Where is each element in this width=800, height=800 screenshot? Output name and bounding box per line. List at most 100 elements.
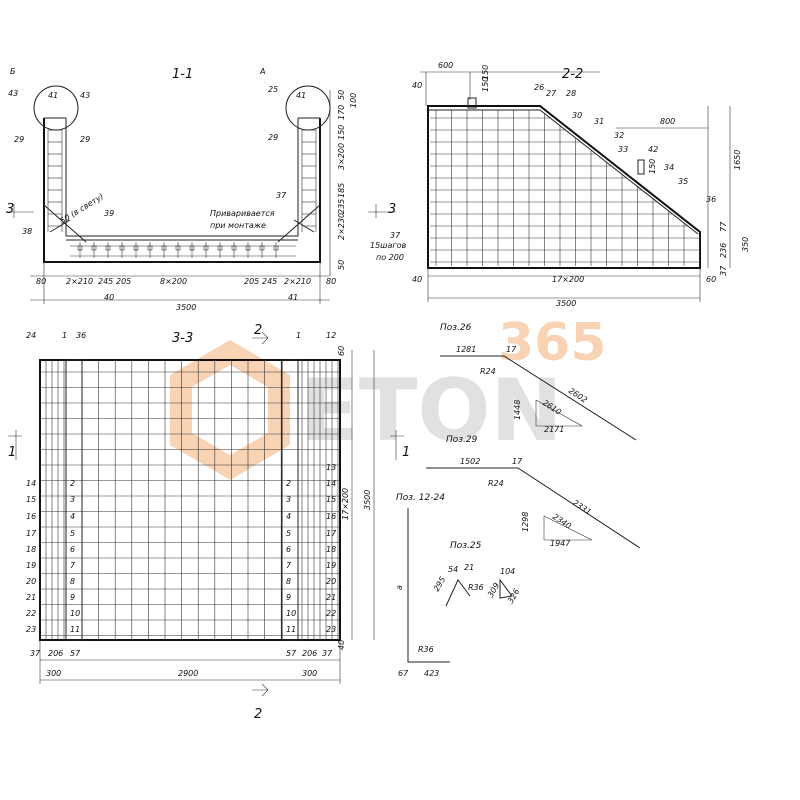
section-1-1-title: 1-1 xyxy=(172,67,193,82)
s22-callout: 33 xyxy=(618,145,628,154)
p26-dim: 2171 xyxy=(544,425,564,434)
s22-marker: 3 xyxy=(388,202,396,217)
s22-callout: 37 xyxy=(390,231,401,240)
s33-inner-number: 3 xyxy=(70,495,75,504)
s11-dim-bottom: 245 xyxy=(98,277,113,286)
s11-dim-bottom: 80 xyxy=(36,277,46,286)
s22-steps: 15шагов xyxy=(370,241,407,250)
p29-dim: 1298 xyxy=(521,512,530,532)
s33-dim-bottom2: 300 xyxy=(46,669,61,678)
s11-dim-right: 170 xyxy=(337,105,346,120)
s33-inner-number: 2 xyxy=(70,479,75,488)
s22-dim-top: 150 xyxy=(481,65,490,80)
s11-callout: 37 xyxy=(276,191,287,200)
s11-dim-bottom: 245 xyxy=(262,277,277,286)
s11-note2: Приваривается xyxy=(210,209,275,218)
s11-dim-bottom: 80 xyxy=(326,277,336,286)
s33-dim-bottom: 206 xyxy=(48,649,63,658)
s11-dim-bottom: 205 xyxy=(244,277,259,286)
s11-callout: 39 xyxy=(104,209,114,218)
s33-marker-left: 1 xyxy=(8,445,16,460)
p26-dim: 1281 xyxy=(456,345,476,354)
s11-dim-right: 50 xyxy=(337,90,346,100)
s22-callout: 26 xyxy=(534,83,544,92)
s33-dim-right: 17×200 xyxy=(341,488,350,520)
s33-left-number: 19 xyxy=(26,561,36,570)
s33-right-number: 21 xyxy=(326,593,336,602)
watermark-digits: 365 xyxy=(498,313,607,373)
p26-dim: 17 xyxy=(506,345,517,354)
s33-dim-bottom2: 300 xyxy=(302,669,317,678)
s33-left-number: 17 xyxy=(26,529,37,538)
s33-inner-number: 10 xyxy=(70,609,80,618)
s22-dim-right: 60 xyxy=(706,275,716,284)
s33-right-number: 15 xyxy=(326,495,336,504)
p29-dim: 2331 xyxy=(571,498,593,517)
p29-dim: 1947 xyxy=(550,539,571,548)
detail-circle-b xyxy=(33,85,79,131)
p26-dim: 2602 xyxy=(567,386,589,405)
s11-note3: при монтаже xyxy=(210,221,266,230)
s11-callout: 41 xyxy=(48,91,58,100)
s11-dim-right: 2×230 xyxy=(337,213,346,240)
s11-dim-bottom: 205 xyxy=(116,277,131,286)
s22-dim-right: 236 xyxy=(719,243,728,258)
p1224-title: Поз. 12-24 xyxy=(396,493,445,503)
s22-dim-right: 77 xyxy=(719,221,728,232)
s33-inner-number: 11 xyxy=(70,625,80,634)
s33-top-callout: 1 xyxy=(296,331,301,340)
s33-inner-number: 5 xyxy=(286,529,291,538)
s33-dim-bottom: 206 xyxy=(302,649,317,658)
s33-left-number: 21 xyxy=(26,593,36,602)
section-2-2: 2-2 17×200 3500 1650 40 40 15шагов по 20… xyxy=(368,61,750,308)
s11-dim-right: 50 xyxy=(337,260,346,270)
s33-inner-number: 7 xyxy=(70,561,76,570)
s22-small2: 150 xyxy=(648,159,657,174)
s11-callout: 25 xyxy=(268,85,278,94)
s33-dim-right: 60 xyxy=(337,346,346,356)
s33-inner-number: 9 xyxy=(70,593,75,602)
s33-top-callout: 1 xyxy=(62,331,67,340)
p25-dim: 21 xyxy=(464,563,474,572)
s11-dim-bottom: 2×210 xyxy=(66,277,93,286)
s33-inner-number: 6 xyxy=(70,545,75,554)
s11-note1: 50 (в свету) xyxy=(58,192,105,226)
s22-callout: 30 xyxy=(572,111,582,120)
p29-dim: 17 xyxy=(512,457,523,466)
s33-right-number: 17 xyxy=(326,529,337,538)
p1224-dim: a xyxy=(395,585,404,590)
s11-callout: 40 xyxy=(104,293,114,302)
s33-right-number: 23 xyxy=(326,625,336,634)
s11-dim-right: 100 xyxy=(349,93,358,108)
s22-left-bottom: 40 xyxy=(412,275,422,284)
s22-dim-top: 800 xyxy=(660,117,675,126)
s33-inner-number: 7 xyxy=(286,561,292,570)
p25-dim: R36 xyxy=(468,583,484,592)
s33-dim-bottom: 37 xyxy=(30,649,41,658)
lifting-loop-icon xyxy=(467,97,477,109)
s33-right-number: 14 xyxy=(326,479,336,488)
p1224-dim: 67 xyxy=(398,669,409,678)
s33-dim-right: 3500 xyxy=(363,490,372,510)
s11-dim-bottom: 8×200 xyxy=(160,277,187,286)
s11-callout: 43 xyxy=(8,89,18,98)
s33-top-callout: 36 xyxy=(76,331,86,340)
section-1-1: 1-1 3500 50 (в свету) Приваривается при … xyxy=(6,67,358,312)
s33-inner-number: 4 xyxy=(70,512,75,521)
s33-marker-top: 2 xyxy=(254,323,262,338)
s33-inner-number: 2 xyxy=(286,479,291,488)
watermark-word: ETON xyxy=(300,361,563,461)
s11-callout: Б xyxy=(10,67,16,76)
s33-left-number: 18 xyxy=(26,545,36,554)
embed-icon xyxy=(637,159,645,175)
s11-dim-right: 185 xyxy=(337,183,346,198)
s22-callout: 31 xyxy=(594,117,604,126)
p29-dim: 1502 xyxy=(460,457,480,466)
p29-dim: 2340 xyxy=(551,512,573,531)
s33-top-callout: 24 xyxy=(26,331,36,340)
p29-title: Поз.29 xyxy=(446,435,478,445)
section-2-2-title: 2-2 xyxy=(562,67,583,82)
s22-callout: 42 xyxy=(648,145,658,154)
